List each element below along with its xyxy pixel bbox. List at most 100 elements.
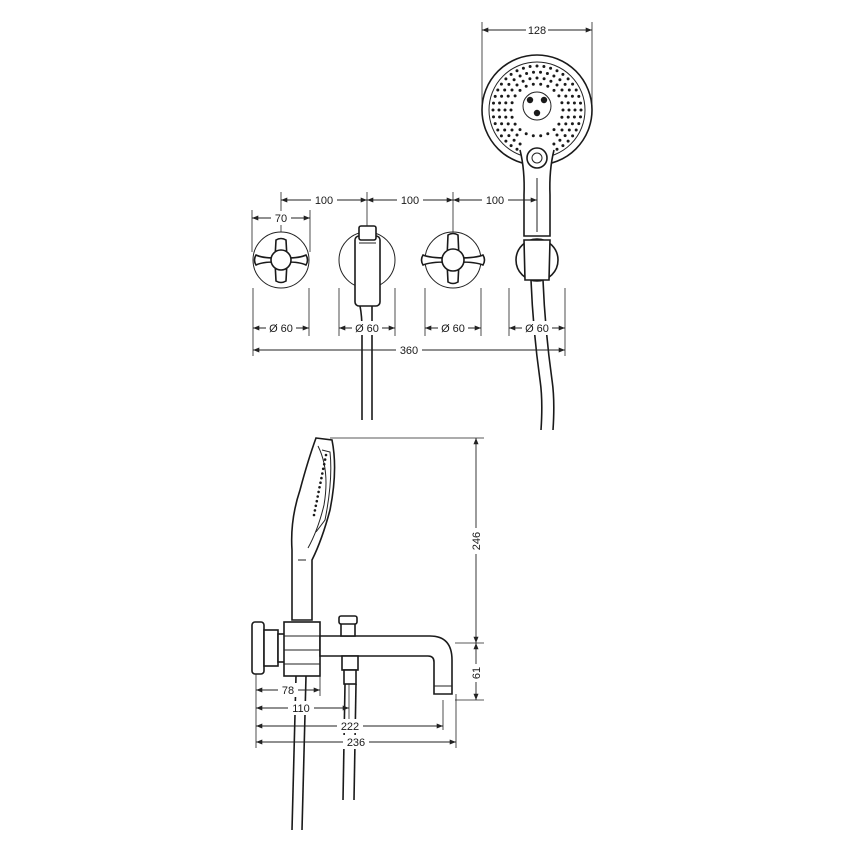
nozzle-dot <box>572 115 576 119</box>
nozzle-dot <box>552 74 556 78</box>
nozzle-dot <box>515 133 519 137</box>
nozzle-dot <box>574 88 578 92</box>
nozzle-dot <box>512 78 516 82</box>
dim-label-236: 236 <box>347 737 365 749</box>
nozzle-dot <box>506 94 510 98</box>
mixer-body-side <box>251 621 321 677</box>
nozzle-dot <box>567 108 571 112</box>
nozzle-dot <box>558 78 562 82</box>
nozzle-dot <box>525 72 529 75</box>
nozzle-dot <box>577 94 581 98</box>
nozzle-dot <box>513 122 517 126</box>
dim-diameters: Ø 60 Ø 60 Ø 60 Ø 60 <box>252 288 566 356</box>
dim-label-246: 246 <box>471 532 483 550</box>
nozzle-dot <box>560 128 564 132</box>
nozzle-dot <box>504 139 508 143</box>
nozzle-dot <box>499 82 503 86</box>
nozzle-dot <box>503 108 507 112</box>
nozzle-dot <box>579 101 582 105</box>
nozzle-dot <box>566 77 570 81</box>
nozzle-dot <box>518 74 522 78</box>
nozzle-dot <box>500 94 504 98</box>
dim-depths: 78 110 222 236 <box>255 674 457 749</box>
nozzle-dot <box>566 101 570 105</box>
nozzle-dot <box>535 64 539 68</box>
nozzle-dot <box>513 94 517 98</box>
side-nozzle-dot <box>312 513 316 517</box>
nozzle-dot <box>539 82 543 86</box>
dim-height-61: 61 <box>455 643 484 701</box>
nozzle-dot <box>560 115 564 119</box>
dim-label-dia-2: Ø 60 <box>355 323 379 335</box>
nozzle-dot <box>504 77 508 81</box>
nozzle-dot <box>499 134 503 138</box>
dim-label-360: 360 <box>400 345 418 357</box>
nozzle-dot <box>509 144 513 148</box>
cross-handle-left <box>252 231 310 289</box>
side-nozzle-dot <box>317 490 320 494</box>
nozzle-dot <box>518 128 522 132</box>
nozzle-dot <box>510 88 514 92</box>
nozzle-dot <box>546 84 550 88</box>
nozzle-dot <box>503 128 507 132</box>
nozzle-dot <box>515 147 519 151</box>
dim-headshower-width: 128 <box>481 22 593 105</box>
dim-spacing-row: 100 100 100 <box>280 192 538 232</box>
nozzle-dot <box>555 69 559 73</box>
dim-label-110: 110 <box>292 703 310 715</box>
nozzle-dot <box>564 94 568 98</box>
nozzle-dot <box>572 101 576 105</box>
nozzle-dot <box>560 101 564 105</box>
nozzle-dot <box>528 65 532 68</box>
nozzle-dot <box>515 69 519 73</box>
nozzle-dot <box>504 115 508 119</box>
nozzle-dot <box>545 72 549 75</box>
side-nozzle-dot <box>320 476 323 480</box>
nozzle-dot <box>492 115 495 119</box>
nozzle-dot <box>493 94 497 98</box>
hoses-side <box>291 675 357 831</box>
dim-label-dia-4: Ø 60 <box>525 323 549 335</box>
side-nozzle-dot <box>321 467 325 471</box>
nozzle-dot <box>518 88 522 92</box>
side-nozzle-dot <box>315 499 319 503</box>
shower-nozzles <box>491 64 583 151</box>
nozzle-dot <box>567 88 571 92</box>
nozzle-dot <box>498 115 502 119</box>
nozzle-dot <box>496 88 500 92</box>
nozzle-dot <box>503 88 507 92</box>
nozzle-dot <box>532 70 535 74</box>
nozzle-dot <box>512 138 516 142</box>
side-nozzle-dot <box>319 481 322 485</box>
dim-label-100-a: 100 <box>315 195 333 207</box>
side-nozzle-dot <box>322 462 326 466</box>
nozzle-dot <box>497 108 501 112</box>
nozzle-dot <box>498 101 502 105</box>
nozzle-dot <box>506 122 510 126</box>
dim-label-78: 78 <box>282 685 294 697</box>
nozzle-dot <box>539 134 543 138</box>
nozzle-dot <box>574 128 578 132</box>
nozzle-dot <box>531 134 535 138</box>
front-view: 128 100 100 100 70 <box>251 22 593 431</box>
nozzle-dot <box>561 144 565 148</box>
dim-label-dia-1: Ø 60 <box>269 323 293 335</box>
nozzle-dot <box>546 132 550 136</box>
dim-total-width: 360 <box>253 343 565 357</box>
nozzle-dot <box>504 101 508 105</box>
nozzle-dot <box>539 70 542 74</box>
nozzle-dot <box>521 66 525 70</box>
nozzle-dot <box>557 122 561 126</box>
bath-spout <box>319 615 453 695</box>
nozzle-dot <box>496 128 500 132</box>
nozzle-dot <box>566 139 570 143</box>
side-nozzle-dot <box>321 472 324 475</box>
nozzle-dot <box>563 82 567 86</box>
dim-label-100-b: 100 <box>401 195 419 207</box>
dim-label-70: 70 <box>275 213 287 225</box>
nozzle-dot <box>567 128 571 132</box>
nozzle-dot <box>524 84 528 88</box>
nozzle-dot <box>552 128 556 132</box>
nozzle-dot <box>561 108 565 112</box>
side-nozzle-dot <box>313 509 317 512</box>
